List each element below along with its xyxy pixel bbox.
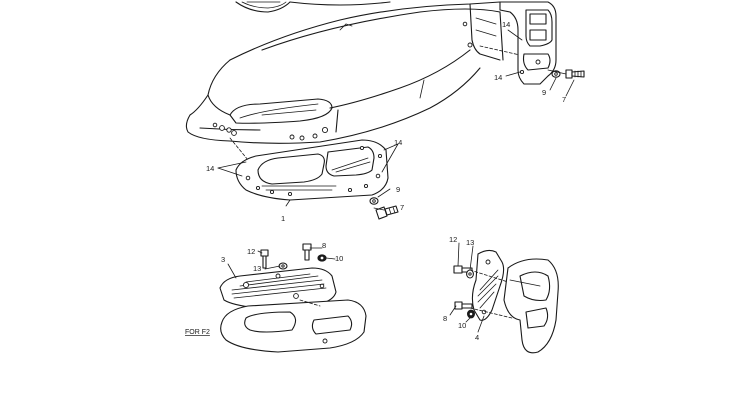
side-bracket (499, 1, 557, 85)
hood-body (185, 1, 521, 161)
callout-14: 14 (394, 138, 402, 147)
callout-14: 14 (502, 20, 510, 29)
callout-1: 1 (281, 214, 285, 223)
washer-13-right (466, 269, 474, 279)
callout-10: 10 (335, 254, 343, 263)
callout-8: 8 (322, 241, 326, 250)
bolt-7-middle (375, 205, 399, 220)
callout-7: 7 (400, 203, 404, 212)
callout-9: 9 (396, 185, 400, 194)
callout-labels: 14 14 9 7 14 14 9 7 1 3 12 13 8 10 12 13… (185, 20, 566, 342)
callout-7: 7 (562, 95, 566, 104)
callout-10: 10 (458, 321, 466, 330)
callout-13: 13 (466, 238, 474, 247)
callout-3: 3 (221, 255, 225, 264)
nut-10-right (466, 309, 475, 319)
bolt-8-left (302, 243, 312, 261)
washer-9-middle (369, 197, 379, 205)
callout-14: 14 (206, 164, 214, 173)
side-lamp-bracket-4 (471, 249, 505, 321)
nut-10-left (317, 254, 327, 262)
variant-note: FOR F2 (185, 329, 210, 336)
bolt-8-right (454, 301, 473, 310)
bolt-12-left (260, 249, 269, 269)
callout-13: 13 (253, 264, 261, 273)
bolt-7-top (565, 69, 585, 79)
leader-lines (217, 29, 575, 333)
callout-12: 12 (247, 247, 255, 256)
callout-14: 14 (494, 73, 502, 82)
washer-13-left (278, 262, 288, 270)
side-lamp-body (503, 258, 559, 354)
lamp-lens-housing (220, 299, 367, 353)
callout-8: 8 (443, 314, 447, 323)
callout-12: 12 (449, 235, 457, 244)
lamp-grille-3 (219, 267, 337, 309)
callout-4: 4 (475, 333, 479, 342)
light-bracket-plate (235, 139, 389, 201)
callout-9: 9 (542, 88, 546, 97)
